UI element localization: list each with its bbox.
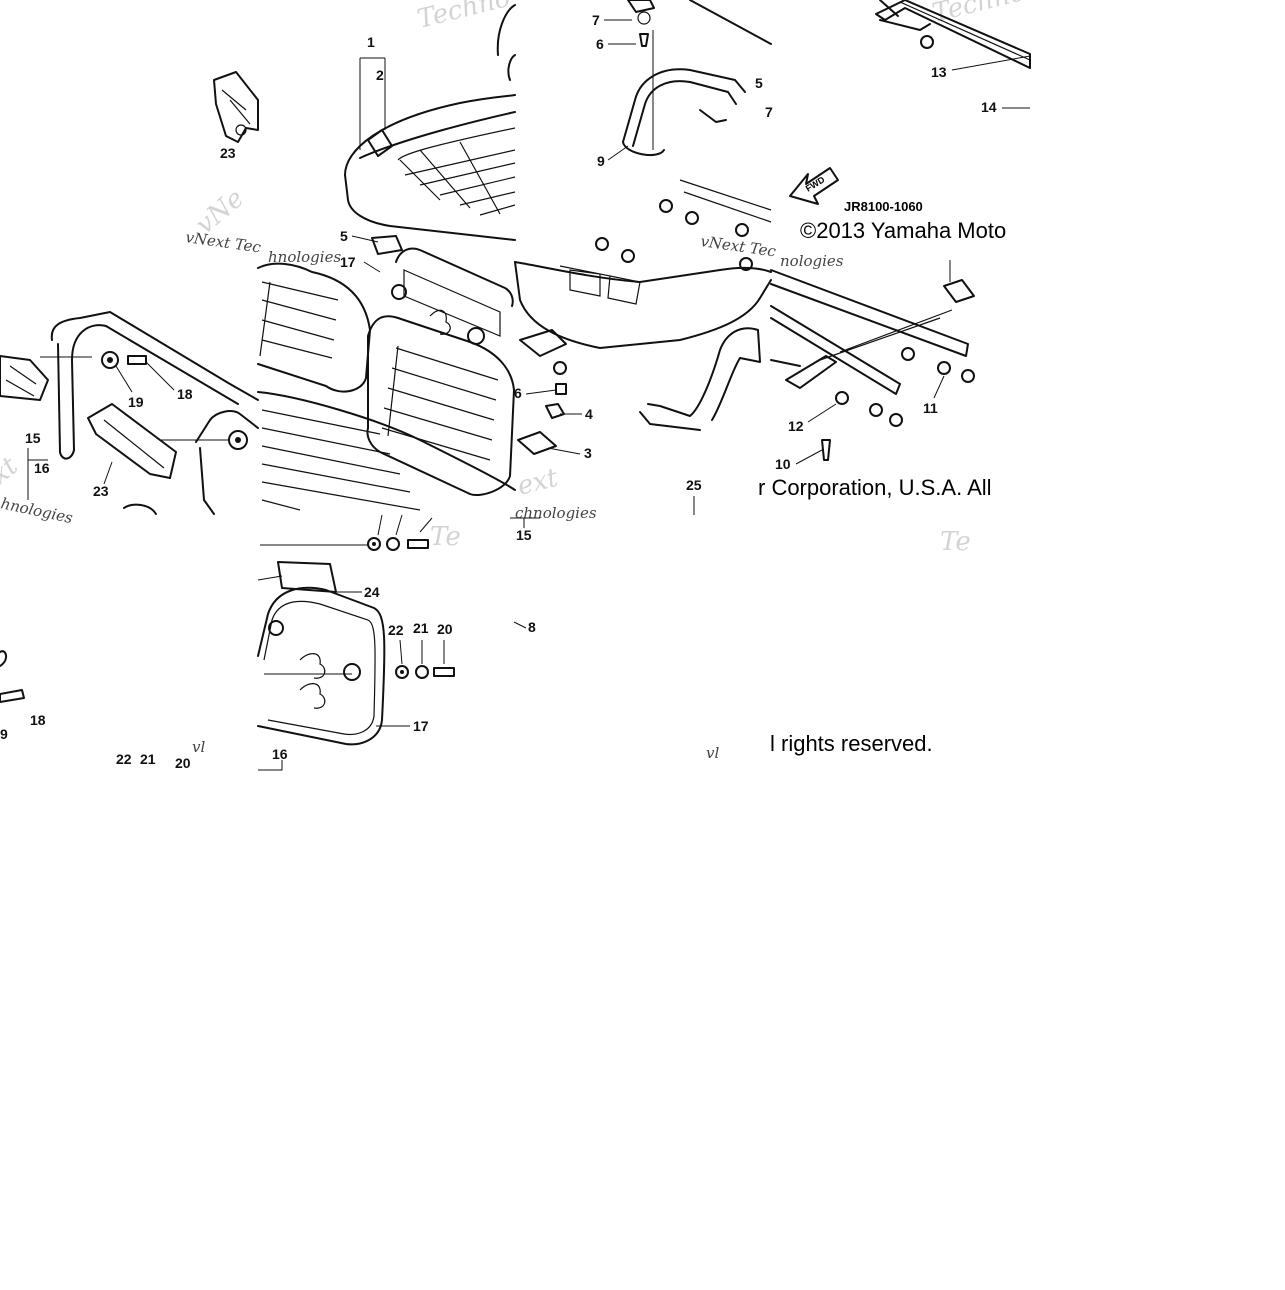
callout-label: 12 — [788, 418, 804, 434]
callout-label: 20 — [437, 621, 453, 637]
callout-label: 1 — [367, 34, 375, 50]
callout-label: 5 — [340, 228, 348, 244]
callout-label: 24 — [364, 584, 380, 600]
rear-fender-part — [0, 311, 259, 515]
callout-label: 15 — [516, 527, 532, 543]
callout-label: 25 — [686, 477, 702, 493]
grab-bar-part — [622, 0, 772, 157]
hinge-bracket-part — [213, 71, 259, 143]
callout-label: 14 — [981, 99, 997, 115]
frame-rail-part — [875, 0, 1031, 69]
callout-label: 18 — [177, 386, 193, 402]
copyright-line-2: r Corporation, U.S.A. All — [758, 475, 992, 500]
callout-label: 16 — [34, 460, 50, 476]
forward-arrow-icon: FWD — [789, 167, 839, 205]
callout-label: 6 — [596, 36, 604, 52]
watermark-text: vNext Tec — [184, 228, 262, 256]
callout-label: 21 — [413, 620, 429, 636]
callout-label: 9 — [0, 726, 8, 742]
watermark-text: vl — [706, 744, 719, 762]
watermark-text: xt — [0, 451, 24, 490]
callout-label: 8 — [528, 619, 536, 635]
callout-label: 23 — [93, 483, 109, 499]
side-panel-part — [0, 561, 455, 771]
watermark-text: Techno — [414, 0, 513, 35]
callout-label: 16 — [272, 746, 288, 762]
callout-label: 22 — [116, 751, 132, 767]
callout-label: 5 — [755, 75, 763, 91]
watermark-text: nologies — [780, 252, 844, 270]
callout-label: 17 — [413, 718, 429, 734]
copyright-line-1: ©2013 Yamaha Moto — [800, 218, 1006, 243]
callout-label: 10 — [775, 456, 791, 472]
watermark-text: hnologies — [0, 494, 75, 527]
callout-label: 21 — [140, 751, 156, 767]
watermark-text: Te — [430, 522, 461, 552]
callout-label: 20 — [175, 755, 191, 771]
callout-label: 2 — [376, 67, 384, 83]
callout-label: 7 — [592, 12, 600, 28]
callout-label: 17 — [340, 254, 356, 270]
callout-label: 15 — [25, 430, 41, 446]
callout-labels: 1 2 23 5 17 7 6 5 7 9 13 14 19 18 15 16 … — [0, 12, 1031, 771]
callout-label: 3 — [584, 445, 592, 461]
diagram-code: JR8100-1060 — [844, 199, 923, 214]
seat-cushion-part — [257, 247, 516, 551]
watermark-text: chnologies — [515, 504, 597, 522]
callout-label: 11 — [923, 400, 938, 416]
watermark-text: vNext Tec — [699, 232, 777, 260]
watermark-text: Te — [940, 527, 971, 557]
callout-label: 18 — [30, 712, 46, 728]
callout-label: 9 — [597, 153, 605, 169]
callout-label: 7 — [765, 104, 773, 120]
callout-label: 4 — [585, 406, 593, 422]
callout-label: 23 — [220, 145, 236, 161]
watermark-text: vl — [192, 738, 205, 756]
callout-label: 6 — [514, 385, 522, 401]
rear-seat-part — [344, 4, 516, 255]
frame-support-part — [770, 260, 975, 461]
copyright-line-3: l rights reserved. — [770, 731, 933, 756]
watermark-text: ext — [514, 463, 561, 502]
callout-label: 19 — [128, 394, 144, 410]
callout-label: 22 — [388, 622, 404, 638]
watermark-text: hnologies — [268, 248, 341, 266]
callout-label: 13 — [931, 64, 947, 80]
